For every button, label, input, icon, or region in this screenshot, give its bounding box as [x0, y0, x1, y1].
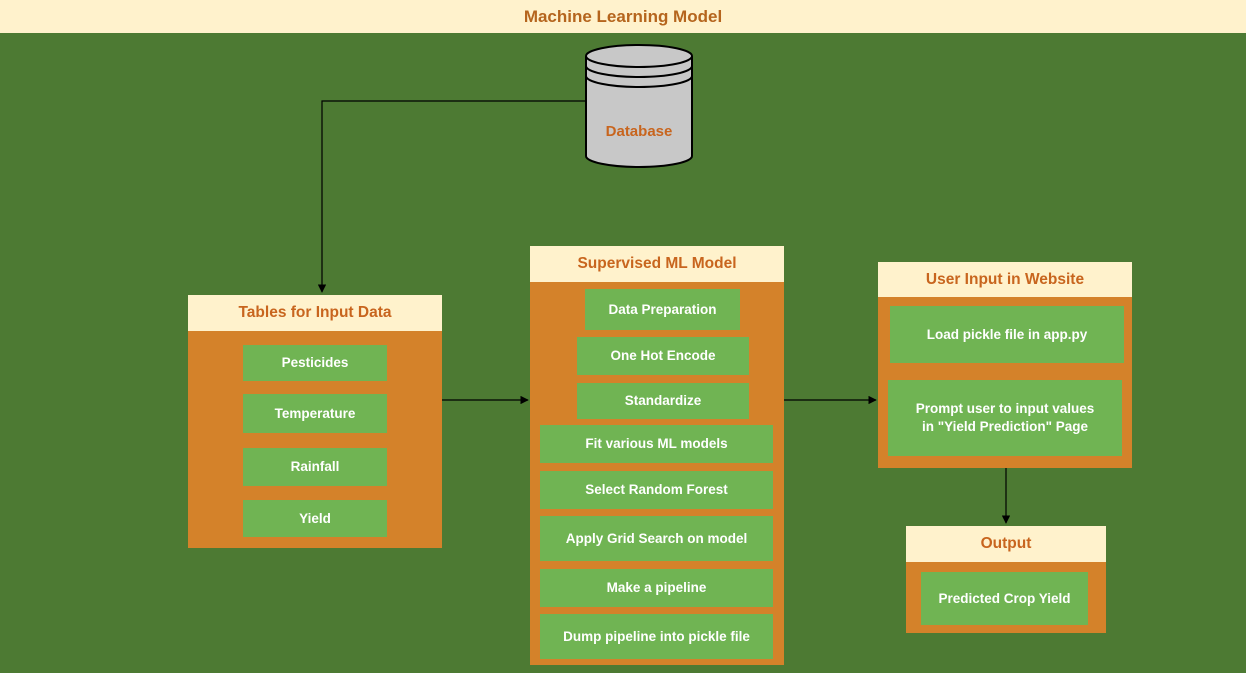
output-item-predicted-yield: Predicted Crop Yield: [921, 572, 1088, 625]
ml-step-make-pipeline: Make a pipeline: [540, 569, 773, 607]
database-icon: [585, 44, 693, 168]
ml-step-one-hot-encode: One Hot Encode: [577, 337, 749, 375]
website-title: User Input in Website: [878, 262, 1132, 297]
diagram-header: Machine Learning Model: [0, 0, 1246, 33]
input-item-temperature: Temperature: [243, 394, 387, 433]
input-item-pesticides: Pesticides: [243, 345, 387, 381]
input-item-rainfall: Rainfall: [243, 448, 387, 486]
ml-step-fit-models: Fit various ML models: [540, 425, 773, 463]
website-container: User Input in Website Load pickle file i…: [878, 262, 1132, 468]
ml-step-dump-pickle: Dump pipeline into pickle file: [540, 614, 773, 659]
database-label: Database: [606, 123, 673, 140]
ml-step-select-random-forest: Select Random Forest: [540, 471, 773, 509]
output-title: Output: [906, 526, 1106, 562]
website-step-load-pickle: Load pickle file in app.py: [890, 306, 1124, 363]
website-step-prompt-user: Prompt user to input values in "Yield Pr…: [888, 380, 1122, 456]
ml-step-grid-search: Apply Grid Search on model: [540, 516, 773, 561]
ml-model-title: Supervised ML Model: [530, 246, 784, 282]
ml-step-data-preparation: Data Preparation: [585, 289, 740, 330]
ml-model-container: Supervised ML Model Data Preparation One…: [530, 246, 784, 665]
input-tables-container: Tables for Input Data Pesticides Tempera…: [188, 295, 442, 548]
diagram-title: Machine Learning Model: [523, 6, 723, 26]
ml-step-standardize: Standardize: [577, 383, 749, 419]
db-to-tables-connector: [317, 100, 586, 293]
input-tables-title: Tables for Input Data: [188, 295, 442, 331]
input-item-yield: Yield: [243, 500, 387, 537]
output-container: Output Predicted Crop Yield: [906, 526, 1106, 633]
